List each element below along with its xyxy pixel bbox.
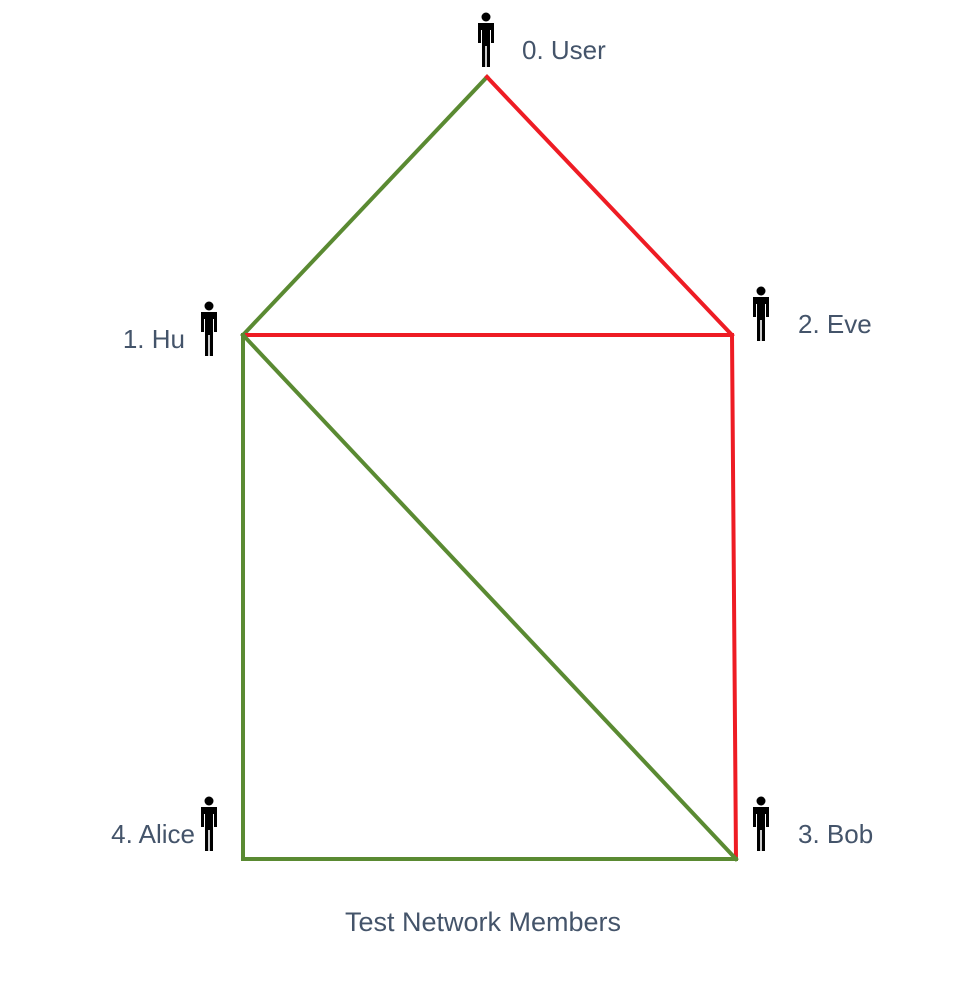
person-icon <box>201 796 217 851</box>
edge-eve-bob <box>729 332 739 862</box>
node-label-bob: 3. Bob <box>798 819 873 849</box>
node-label-alice: 4. Alice <box>111 819 195 849</box>
edge-user-eve <box>484 74 735 338</box>
labels-layer: 0. User 1. Hu 2. Eve 3. Bob 4. Alice <box>111 35 873 849</box>
node-label-eve: 2. Eve <box>798 309 872 339</box>
edge-user-hu <box>240 74 490 338</box>
person-icon <box>201 301 217 356</box>
icons-layer <box>201 12 769 851</box>
person-icon <box>753 796 769 851</box>
person-icon <box>478 12 494 67</box>
edges-layer <box>240 74 739 862</box>
node-label-hu: 1. Hu <box>123 324 185 354</box>
node-label-user: 0. User <box>522 35 606 65</box>
edge-hu-bob <box>240 332 739 862</box>
person-icon <box>753 286 769 341</box>
diagram-caption: Test Network Members <box>345 907 621 937</box>
